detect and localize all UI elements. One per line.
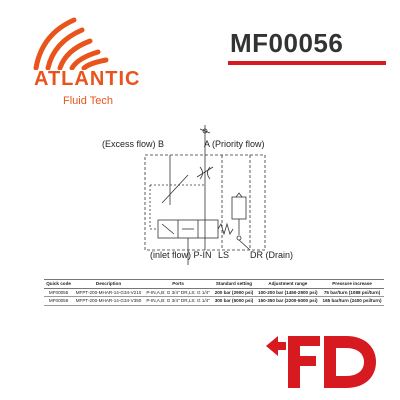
cell-pressure-increase: 75 bar/turn (1088 psi/turn) — [320, 288, 384, 298]
cell-adjustment-range: 100-200 bar (1450-2900 psi) — [255, 288, 321, 298]
brand-logo-arcs-icon — [33, 17, 109, 70]
hydraulic-schematic: (Excess flow) B A (Priority flow) (inlet… — [100, 125, 300, 270]
product-code: MF00056 — [230, 28, 344, 58]
schematic-drawing-icon — [144, 125, 266, 265]
header-ports: Ports — [143, 279, 213, 289]
cell-quick-code: MF00055 — [44, 288, 74, 298]
title-underline — [228, 61, 386, 65]
cell-description: MFPT-200-MHAR-14-G34-V210 — [73, 288, 144, 298]
inlet-flow-label: (inlet flow) P-IN — [150, 250, 212, 260]
excess-flow-label: (Excess flow) B — [102, 139, 165, 149]
brand-tagline: Fluid Tech — [63, 95, 113, 107]
brand-name: ATLANTIC — [34, 68, 141, 90]
cell-quick-code: MF00056 — [44, 296, 74, 307]
ls-port-label: LS — [218, 250, 230, 260]
cell-adjustment-range: 150-350 bar (2200-5000 psi) — [255, 296, 321, 307]
table-header-row: Quick code Description Ports Standard se… — [44, 279, 384, 289]
cell-pressure-increase: 165 bar/turn (2400 psi/turn) — [320, 296, 384, 307]
header-pressure-increase: Pressure increase — [320, 279, 384, 289]
cell-description: MFPT-200-MHAR-14-G34-V350 — [73, 296, 144, 307]
fd-logo-icon — [266, 336, 376, 388]
table-row: MF00056 MFPT-200-MHAR-14-G34-V350 P-IN,A… — [44, 296, 384, 307]
header-description: Description — [73, 279, 144, 289]
cell-standard-setting: 300 bar (5000 psi) — [212, 296, 256, 307]
cell-standard-setting: 200 bar (2900 psi) — [212, 288, 256, 298]
cell-ports: P-IN,A,B: G 3/4" DR,LS: G 1/4" — [143, 288, 213, 298]
table-row: MF00055 MFPT-200-MHAR-14-G34-V210 P-IN,A… — [44, 288, 384, 298]
drain-port-label: DR (Drain) — [250, 250, 294, 260]
header-standard-setting: Standard setting — [212, 279, 256, 289]
header-quick-code: Quick code — [44, 279, 74, 289]
priority-flow-label: A (Priority flow) — [204, 139, 265, 149]
specification-table: Quick code Description Ports Standard se… — [44, 279, 384, 307]
header-adjustment-range: Adjustment range — [255, 279, 321, 289]
cell-ports: P-IN,A,B: G 3/4" DR,LS: G 1/4" — [143, 296, 213, 307]
